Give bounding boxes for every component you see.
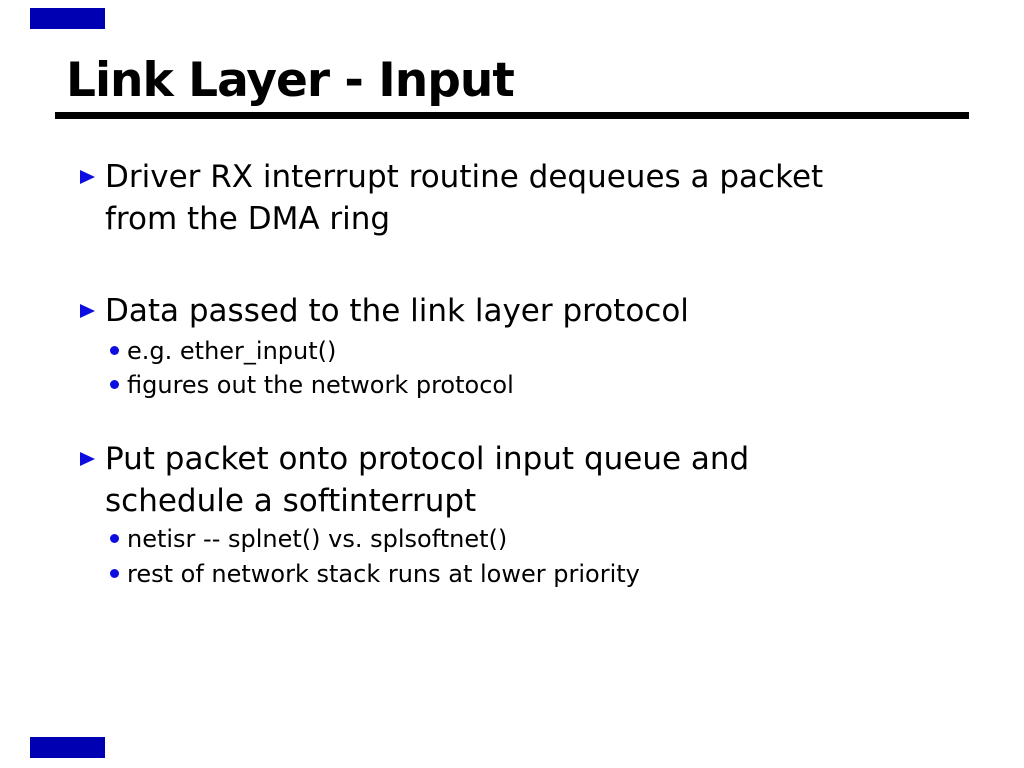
dot-bullet-icon: [110, 380, 119, 389]
triangle-bullet-icon: [80, 170, 95, 184]
dot-bullet-icon: [110, 569, 119, 578]
sub-bullet-item-figures-out: figures out the network protocol: [108, 370, 908, 400]
sub-bullet-text: e.g. ether_input(): [127, 337, 337, 365]
triangle-bullet-icon: [80, 304, 95, 318]
sub-bullet-item-netisr: netisr -- splnet() vs. splsoftnet(): [108, 524, 908, 554]
bullet-text: Put packet onto protocol input queue and…: [105, 441, 750, 519]
title-underline-rule: [55, 112, 969, 119]
triangle-bullet-icon: [80, 452, 95, 466]
bullet-text: Data passed to the link layer protocol: [105, 293, 689, 329]
sub-bullet-item-lower-priority: rest of network stack runs at lower prio…: [108, 559, 908, 589]
sub-bullet-text: netisr -- splnet() vs. splsoftnet(): [127, 525, 508, 553]
top-left-accent-bar: [30, 8, 105, 29]
dot-bullet-icon: [110, 346, 119, 355]
sub-bullet-item-ether-input: e.g. ether_input(): [108, 336, 908, 366]
dot-bullet-icon: [110, 534, 119, 543]
bullet-item-data-passed: Data passed to the link layer protocol: [78, 290, 948, 332]
bullet-text: Driver RX interrupt routine dequeues a p…: [105, 159, 824, 237]
bullet-item-put-packet: Put packet onto protocol input queue and…: [78, 438, 948, 522]
bottom-left-accent-bar: [30, 737, 105, 758]
sub-bullet-text: rest of network stack runs at lower prio…: [127, 560, 640, 588]
bullet-item-driver-rx: Driver RX interrupt routine dequeues a p…: [78, 156, 948, 240]
slide-title: Link Layer - Input: [66, 53, 515, 108]
sub-bullet-text: figures out the network protocol: [127, 371, 514, 399]
